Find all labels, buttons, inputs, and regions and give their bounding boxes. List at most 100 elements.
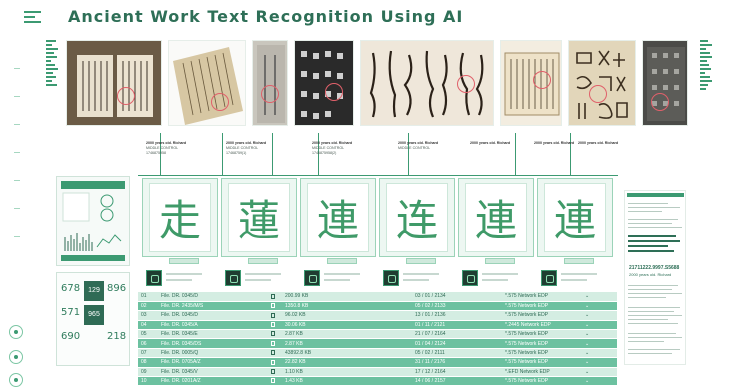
highlight-circle (651, 93, 669, 111)
file-icon (271, 303, 275, 309)
chevron-down-icon[interactable]: ⌄ (582, 348, 617, 359)
thumbnail-book[interactable] (66, 40, 162, 126)
chevron-down-icon[interactable]: ⌄ (582, 310, 617, 321)
glyph-tag (485, 258, 515, 264)
chevron-down-icon[interactable]: ⌄ (582, 292, 617, 302)
rail-tick (14, 124, 20, 125)
thumbnail-rubbing-narrow[interactable] (252, 40, 288, 126)
glyph-card-6[interactable]: 連 (537, 178, 613, 264)
menu-hamburger-icon[interactable] (24, 11, 41, 23)
chevron-down-icon[interactable]: ⌄ (582, 320, 617, 331)
chevron-down-icon[interactable]: ⌄ (582, 367, 617, 378)
row-date: 14 / 06 / 2157 (412, 376, 502, 387)
glyph-card-5[interactable]: 連 (458, 178, 534, 264)
row-number: 03 (138, 310, 158, 321)
glyph-thumb-icon[interactable] (537, 265, 613, 290)
row-number: 10 (138, 376, 158, 387)
glyph-card-2[interactable]: 蓮 (221, 178, 297, 264)
thumbnail-scroll[interactable] (168, 40, 246, 126)
file-icon (271, 331, 275, 337)
glyph-tag (406, 258, 436, 264)
rail-tick (14, 236, 20, 237)
row-date: 01 / 11 / 2121 (412, 320, 502, 331)
glyph-character: 連 (465, 183, 527, 252)
thumbnail-oracle-chart[interactable] (568, 40, 636, 126)
file-icon (271, 359, 275, 365)
glyph-thumb-icon[interactable] (379, 265, 455, 290)
row-size: 200.99 KB (282, 292, 412, 302)
connector-line (570, 133, 571, 175)
file-icon (271, 322, 275, 328)
row-number: 07 (138, 348, 158, 359)
row-date: 01 / 04 / 2124 (412, 338, 502, 349)
highlight-circle (533, 71, 551, 89)
inscription-image (647, 47, 685, 121)
glyph-thumb-icon[interactable] (142, 265, 218, 290)
row-number: 02 (138, 301, 158, 312)
rail-button-3[interactable] (9, 373, 23, 387)
rail-button-1[interactable] (9, 325, 23, 339)
rail-tick (14, 96, 20, 97)
row-network: *.2445 Network EDP (502, 320, 582, 331)
row-size: 43892.8 KB (282, 348, 412, 359)
row-size: 22.82 KB (282, 357, 412, 368)
glyph-thumb-icon[interactable] (458, 265, 534, 290)
glyph-card-4[interactable]: 连 (379, 178, 455, 264)
row-size: 2.87 KB (282, 329, 412, 340)
row-size: 96.02 KB (282, 310, 412, 321)
thumbnail-calligraphy[interactable] (360, 40, 494, 126)
detail-subtitle: 2000 years old. Richard (629, 272, 672, 277)
chevron-down-icon[interactable]: ⌄ (582, 357, 617, 368)
stat-value-3: 896 (107, 283, 127, 294)
annotation-7: 2000 years old. Richard (578, 141, 619, 145)
row-size: 2.87 KB (282, 338, 412, 349)
row-number: 05 (138, 329, 158, 340)
row-size: 1.43 KB (282, 376, 412, 387)
connector-line (515, 133, 516, 175)
row-date: 31 / 11 / 2176 (412, 357, 502, 368)
file-icon (271, 293, 275, 299)
thumbnail-inscription[interactable] (642, 40, 688, 126)
highlight-circle (325, 83, 343, 101)
glyph-character: 連 (544, 183, 606, 252)
chevron-down-icon[interactable]: ⌄ (582, 301, 617, 312)
chevron-down-icon[interactable]: ⌄ (582, 376, 617, 387)
row-file: File. DR. 0345/D (158, 292, 268, 302)
rail-tick (14, 208, 20, 209)
row-date: 03 / 01 / 2134 (412, 292, 502, 302)
connector-line (222, 133, 223, 175)
row-file: File. DR. 0705A/Z (158, 357, 268, 368)
row-size: 30.06 KB (282, 320, 412, 331)
rail-tick (14, 180, 20, 181)
row-number: 09 (138, 367, 158, 378)
row-number: 04 (138, 320, 158, 331)
row-network: *.575 Network EDP (502, 338, 582, 349)
connector-line (408, 133, 409, 175)
glyph-thumb-icon[interactable] (221, 265, 297, 290)
stat-value-2: 129 (84, 281, 104, 301)
thumbnail-manuscript[interactable] (500, 40, 562, 126)
highlight-circle (211, 93, 229, 111)
glyph-card-3[interactable]: 連 (300, 178, 376, 264)
glyph-thumb-icon[interactable] (300, 265, 376, 290)
detail-header-bar (627, 193, 684, 197)
chevron-down-icon[interactable]: ⌄ (582, 329, 617, 340)
right-level-meter (700, 40, 712, 132)
chevron-down-icon[interactable]: ⌄ (582, 338, 617, 349)
rail-button-2[interactable] (9, 350, 23, 364)
glyph-card-1[interactable]: 走 (142, 178, 218, 264)
thumbnail-stele[interactable] (294, 40, 354, 126)
